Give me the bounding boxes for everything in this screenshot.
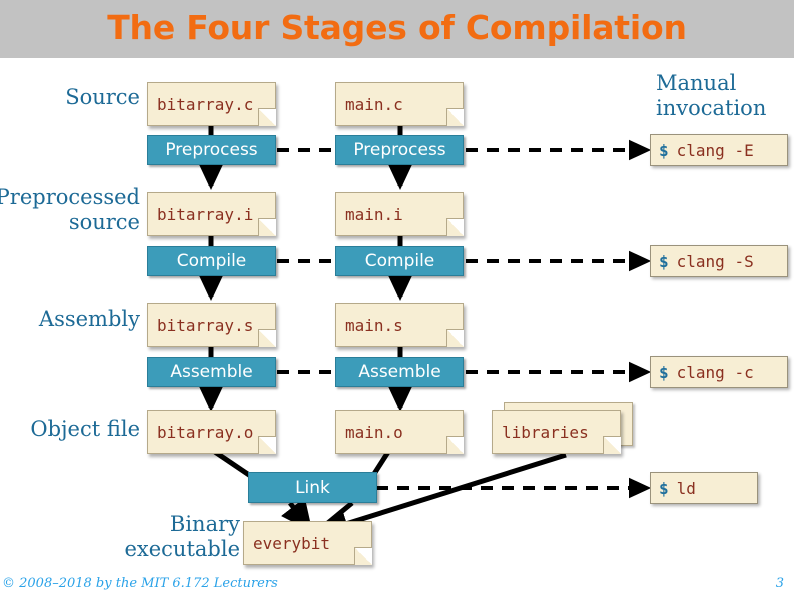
file-box-main-i[interactable]: main.i — [335, 192, 464, 236]
file-box-main-s[interactable]: main.s — [335, 303, 464, 347]
process-box-link[interactable]: Link — [248, 472, 377, 503]
process-box-compile-bitarray[interactable]: Compile — [147, 246, 276, 276]
copyright-footer: © 2008–2018 by the MIT 6.172 Lecturers — [2, 576, 278, 591]
process-label: Link — [295, 477, 330, 498]
process-box-compile-main[interactable]: Compile — [335, 246, 464, 276]
page-title: The Four Stages of Compilation — [107, 8, 687, 47]
command-box-ld[interactable]: $ ld — [650, 472, 758, 504]
file-box-everybit[interactable]: everybit — [243, 521, 372, 565]
file-box-bitarray-o[interactable]: bitarray.o — [147, 410, 276, 454]
stage-label-assembly: Assembly — [38, 307, 140, 331]
stage-label-source: Source — [65, 85, 140, 109]
shell-prompt-icon: $ — [659, 251, 669, 271]
command-box-clang-s[interactable]: $ clang -S — [650, 245, 788, 277]
file-label: everybit — [253, 533, 331, 553]
process-label: Preprocess — [353, 140, 446, 160]
file-label: main.i — [345, 204, 403, 224]
file-label: libraries — [502, 422, 589, 442]
file-label: bitarray.s — [157, 315, 254, 335]
file-box-main-o[interactable]: main.o — [335, 410, 464, 454]
process-label: Compile — [176, 251, 247, 271]
file-box-bitarray-c[interactable]: bitarray.c — [147, 82, 276, 126]
process-box-assemble-bitarray[interactable]: Assemble — [147, 357, 276, 387]
process-box-assemble-main[interactable]: Assemble — [335, 357, 464, 387]
file-label: bitarray.c — [157, 94, 254, 114]
file-label: bitarray.o — [157, 422, 254, 442]
shell-prompt-icon: $ — [659, 478, 669, 498]
file-box-bitarray-s[interactable]: bitarray.s — [147, 303, 276, 347]
command-text: ld — [676, 478, 696, 498]
process-label: Assemble — [170, 362, 253, 382]
manual-invocation-heading: Manual invocation — [656, 71, 767, 120]
command-text: clang -E — [676, 140, 754, 160]
stage-label-preprocessed-source: Preprocessed source — [0, 185, 140, 234]
process-label: Preprocess — [165, 140, 258, 160]
stage-label-binary-executable: Binary executable — [124, 512, 240, 561]
file-label: bitarray.i — [157, 204, 254, 224]
process-label: Assemble — [358, 362, 441, 382]
process-box-preprocess-bitarray[interactable]: Preprocess — [147, 135, 276, 165]
stage-label-object-file: Object file — [30, 417, 140, 441]
file-label: main.o — [345, 422, 403, 442]
command-text: clang -S — [676, 251, 754, 271]
shell-prompt-icon: $ — [659, 362, 669, 382]
file-box-bitarray-i[interactable]: bitarray.i — [147, 192, 276, 236]
page-number: 3 — [775, 576, 784, 591]
command-text: clang -c — [676, 362, 754, 382]
process-label: Compile — [364, 251, 435, 271]
file-box-main-c[interactable]: main.c — [335, 82, 464, 126]
title-bar — [0, 0, 794, 58]
process-box-preprocess-main[interactable]: Preprocess — [335, 135, 464, 165]
command-box-clang-c[interactable]: $ clang -c — [650, 356, 788, 388]
file-label: main.s — [345, 315, 403, 335]
file-box-libraries[interactable]: libraries — [492, 402, 633, 454]
shell-prompt-icon: $ — [659, 140, 669, 160]
command-box-clang-e[interactable]: $ clang -E — [650, 134, 788, 166]
file-label: main.c — [345, 94, 403, 114]
